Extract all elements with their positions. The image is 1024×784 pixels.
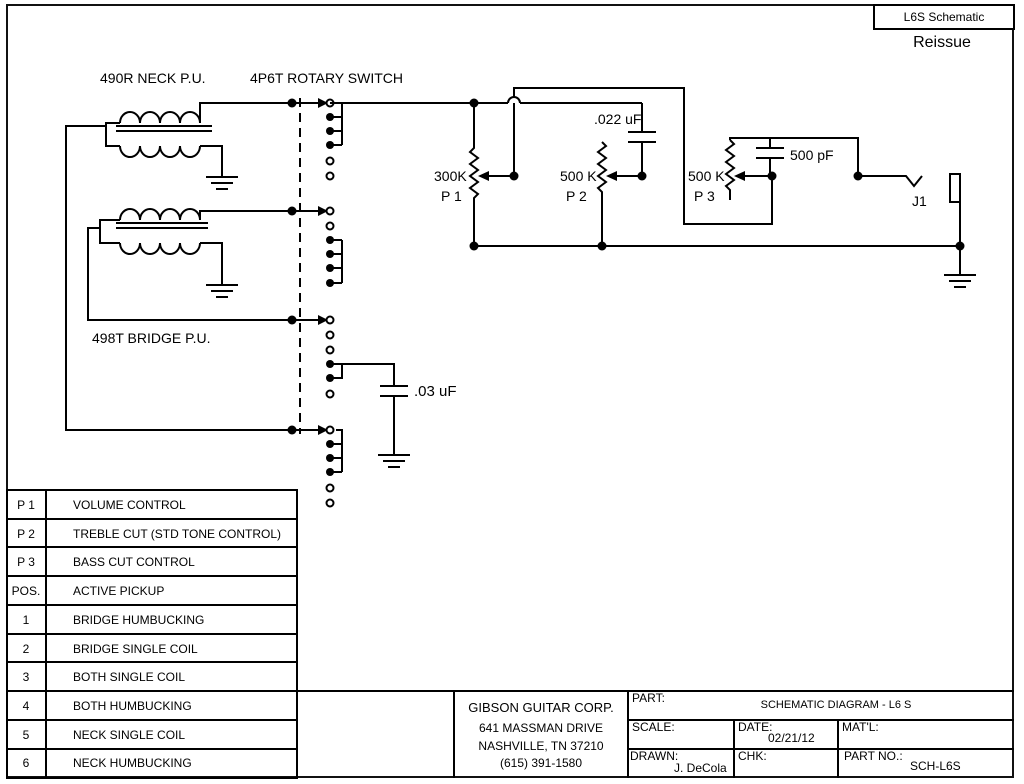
p1-value-label: 300K xyxy=(434,168,467,184)
legend-rows: P 1 VOLUME CONTROL P 2 TREBLE CUT (STD T… xyxy=(12,498,281,770)
legend-key: POS. xyxy=(12,584,41,598)
chk-label: CHK: xyxy=(738,749,767,763)
legend-desc: BRIDGE HUMBUCKING xyxy=(73,613,204,627)
company-address-1: 641 MASSMAN DRIVE xyxy=(479,721,603,735)
drawn-value: J. DeCola xyxy=(674,761,727,775)
jack-label: J1 xyxy=(912,193,927,209)
company-name: GIBSON GUITAR CORP. xyxy=(468,700,613,715)
legend-table xyxy=(6,489,298,779)
ground-icon xyxy=(206,284,238,298)
legend-desc: BOTH HUMBUCKING xyxy=(73,699,192,713)
legend-desc: ACTIVE PICKUP xyxy=(73,584,164,598)
matl-label: MAT'L: xyxy=(842,720,879,734)
title-tag-label: L6S Schematic xyxy=(904,10,985,24)
date-label: DATE: xyxy=(738,720,772,734)
legend-key: 2 xyxy=(23,642,30,656)
legend-key: 4 xyxy=(23,699,30,713)
legend-key: 3 xyxy=(23,670,30,684)
neck-pickup-label: 490R NECK P.U. xyxy=(100,70,206,86)
legend-desc: VOLUME CONTROL xyxy=(73,498,186,512)
legend-desc: BOTH SINGLE COIL xyxy=(73,670,185,684)
ground-icon xyxy=(206,176,238,190)
part-value: SCHEMATIC DIAGRAM - L6 S xyxy=(761,699,912,711)
p2-value-label: 500 K xyxy=(560,168,597,184)
drawn-label: DRAWN: xyxy=(630,749,678,763)
legend-desc: NECK HUMBUCKING xyxy=(73,756,192,770)
scale-label: SCALE: xyxy=(632,720,675,734)
drawing-frame xyxy=(6,4,1014,778)
part-label: PART: xyxy=(632,691,665,705)
pickup-wiring xyxy=(65,98,297,435)
cap-500pf-label: 500 pF xyxy=(790,147,834,163)
legend-key: P 1 xyxy=(17,498,35,512)
cap-03-label: .03 uF xyxy=(414,383,457,400)
bridge-pickup-label: 498T BRIDGE P.U. xyxy=(92,330,211,346)
legend-desc: NECK SINGLE COIL xyxy=(73,728,185,742)
legend-key: 1 xyxy=(23,613,30,627)
p3-name-label: P 3 xyxy=(694,188,715,204)
p2-name-label: P 2 xyxy=(566,188,587,204)
legend-key: P 2 xyxy=(17,527,35,541)
partno-value: SCH-L6S xyxy=(910,759,961,773)
capacitor-03uf xyxy=(342,363,410,468)
output-wiring xyxy=(330,87,976,288)
bridge-pickup-coil xyxy=(99,208,292,284)
title-tag-box xyxy=(873,4,1015,30)
legend-key: 6 xyxy=(23,756,30,770)
legend-desc: TREBLE CUT (STD TONE CONTROL) xyxy=(73,527,281,541)
rotary-switch xyxy=(292,98,343,508)
date-value: 02/21/12 xyxy=(768,731,815,745)
legend-desc: BRIDGE SINGLE COIL xyxy=(73,642,198,656)
neck-pickup-coil xyxy=(105,102,223,176)
company-address-2: NASHVILLE, TN 37210 xyxy=(478,739,604,753)
legend-key: P 3 xyxy=(17,555,35,569)
rotary-switch-label: 4P6T ROTARY SWITCH xyxy=(250,70,403,86)
p3-value-label: 500 K xyxy=(688,168,725,184)
legend-key: 5 xyxy=(23,728,30,742)
reissue-label: Reissue xyxy=(913,34,971,51)
legend-desc: BASS CUT CONTROL xyxy=(73,555,195,569)
cap-022-label: .022 uF xyxy=(594,111,641,127)
partno-label: PART NO.: xyxy=(844,749,903,763)
p1-name-label: P 1 xyxy=(441,188,462,204)
company-phone: (615) 391-1580 xyxy=(500,756,582,770)
title-block xyxy=(297,690,1014,778)
